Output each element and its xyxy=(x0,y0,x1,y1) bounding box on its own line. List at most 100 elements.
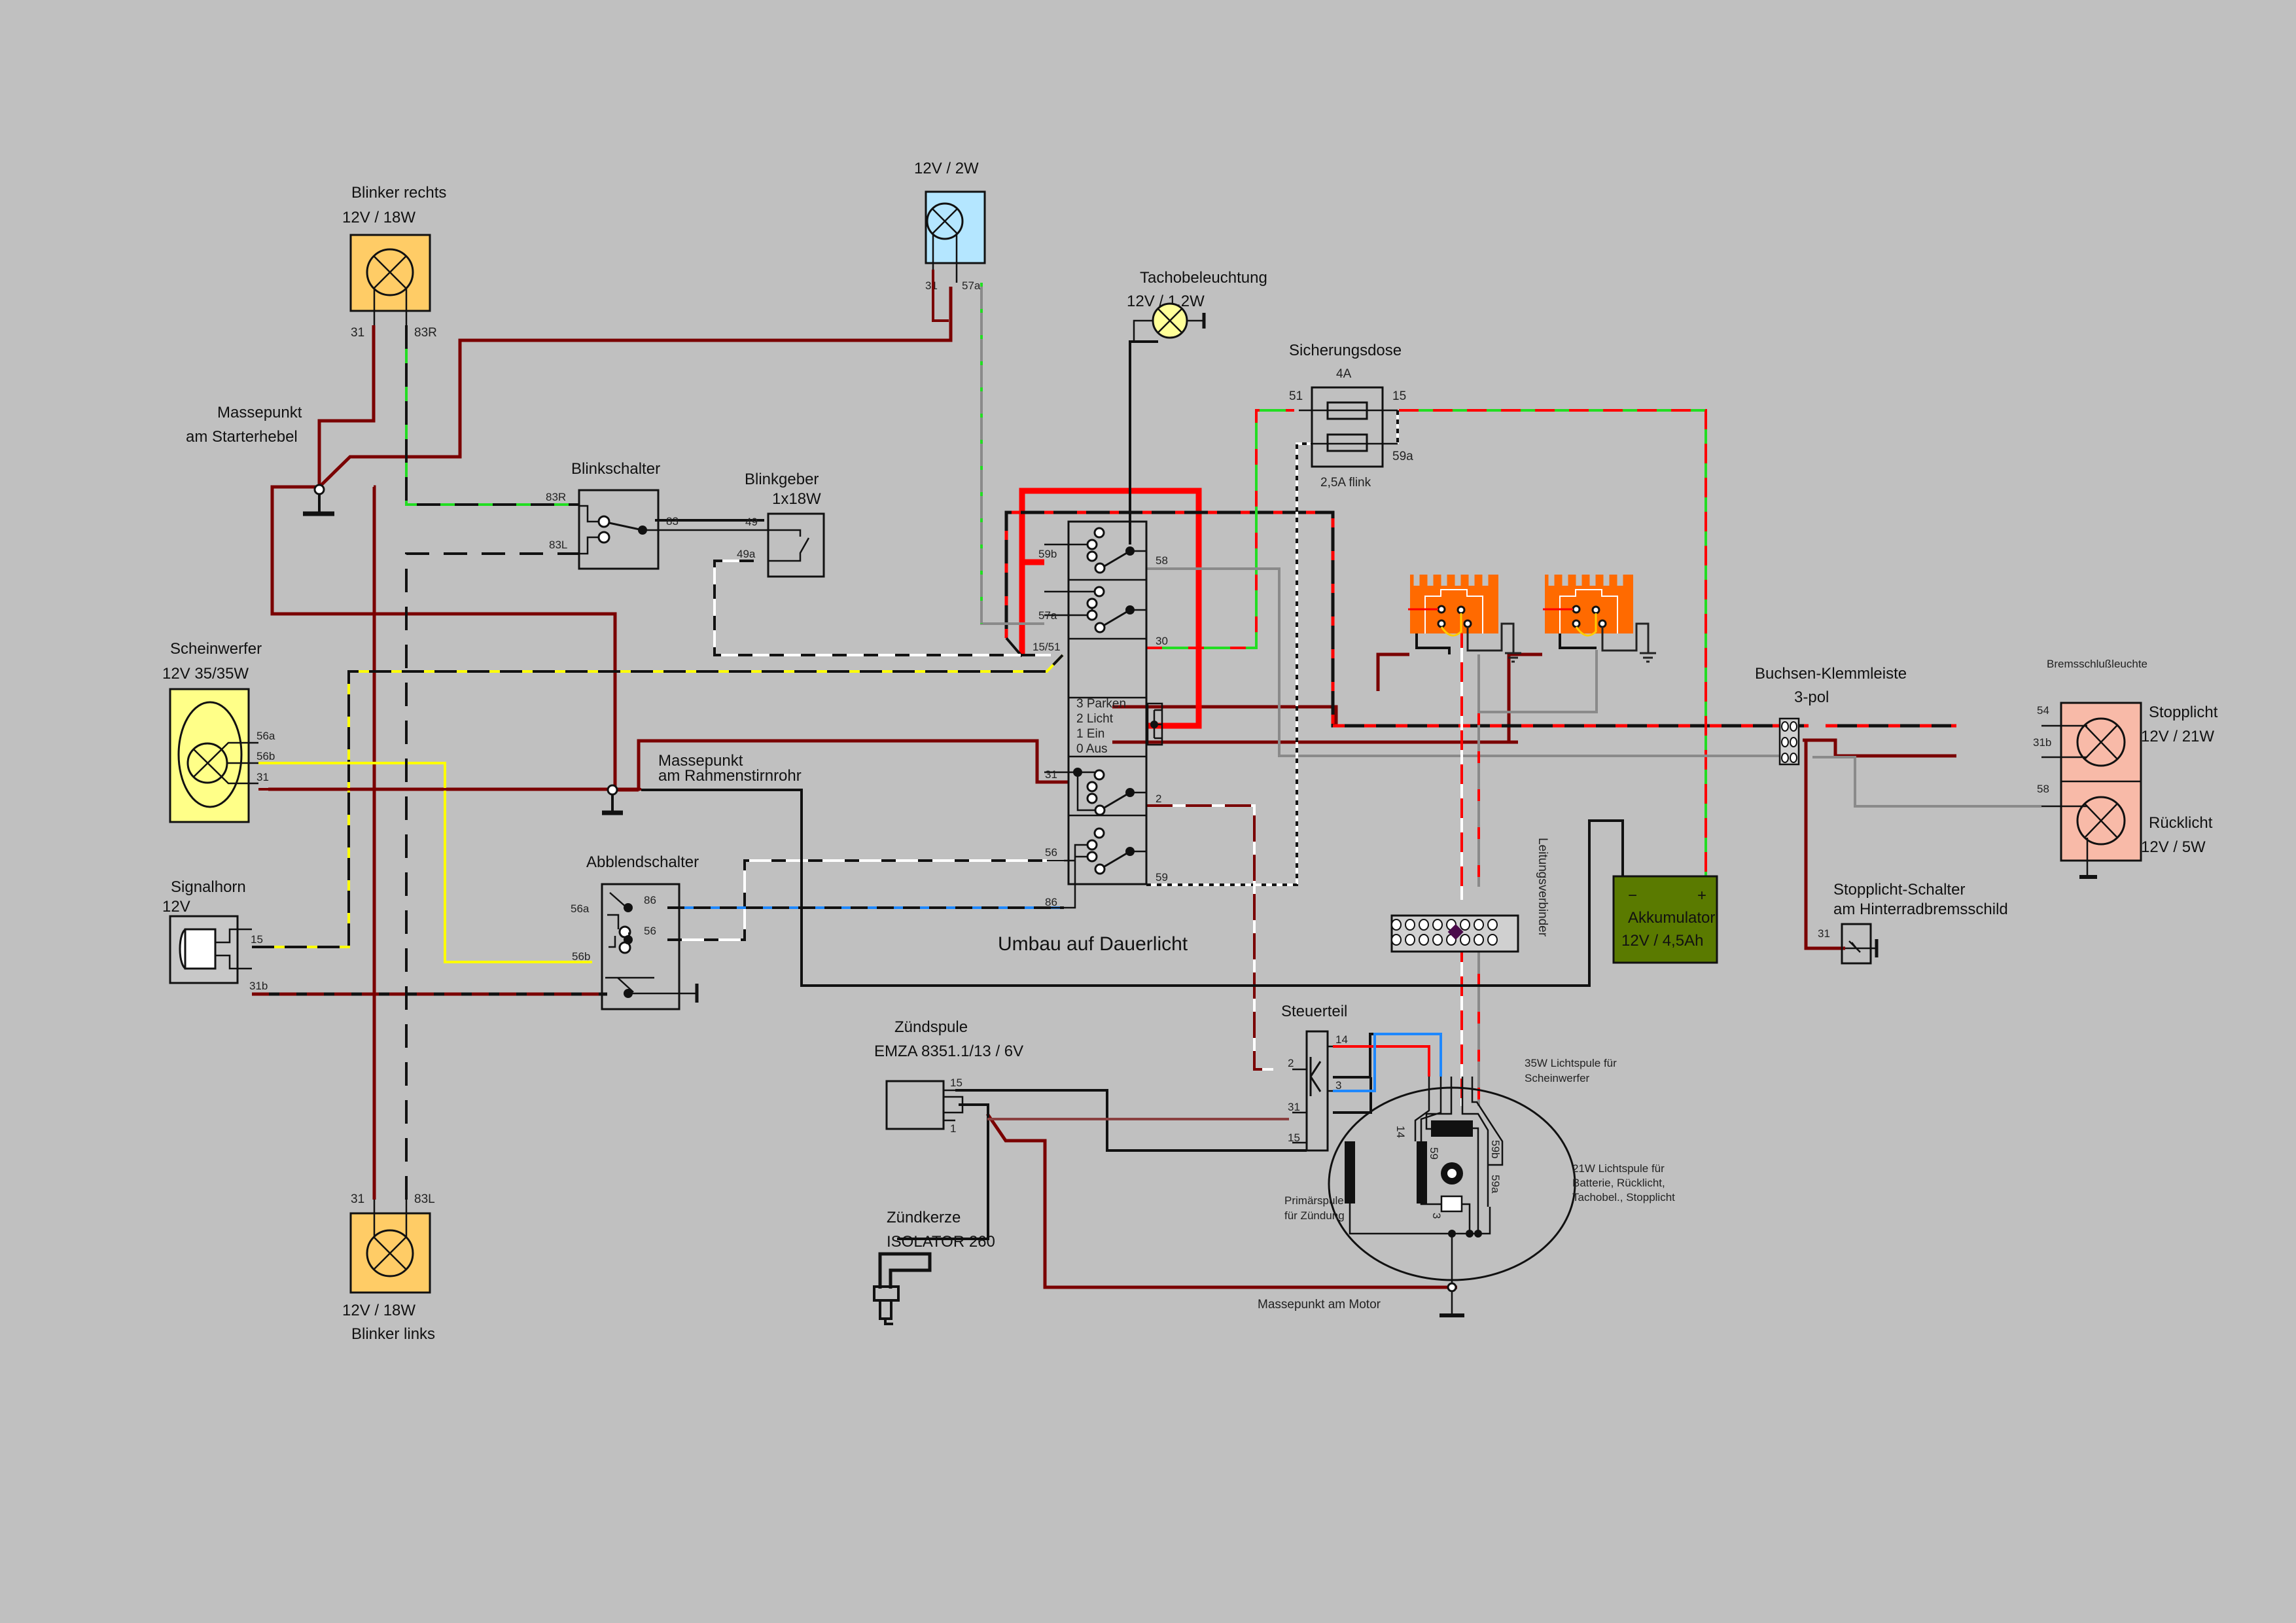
pin-label: 56a xyxy=(571,902,590,915)
headlight-label: Scheinwerfer xyxy=(170,640,262,658)
coil-21w-label: Tachobel., Stopplicht xyxy=(1572,1191,1675,1204)
rear-lamp: Bremsschlußleuchte 54 31b 58 Stopplicht … xyxy=(2033,658,2218,879)
pin-label: 58 xyxy=(2037,783,2049,795)
ground-wires xyxy=(268,287,1956,1289)
voltage-regulator-2 xyxy=(1543,575,1656,663)
pin-label: 83R xyxy=(414,326,437,340)
ignition-coil-label: Zündspule xyxy=(894,1018,968,1036)
control-unit: Steuerteil 2 31 15 14 3 xyxy=(1281,1003,1348,1152)
battery-plus-icon: + xyxy=(1697,887,1706,904)
flasher-rating: 1x18W xyxy=(772,490,821,508)
pin-label: 56b xyxy=(256,750,275,762)
pin-label: 31b xyxy=(249,980,268,992)
pin-label: 3 xyxy=(1430,1213,1443,1219)
wires xyxy=(252,283,2041,1289)
stop-lamp-icon xyxy=(2076,717,2126,767)
ground-frame-sub: am Rahmenstirnrohr xyxy=(658,767,802,785)
stop-light-label: Stopplicht xyxy=(2149,704,2218,721)
pin-label: 2 xyxy=(1156,793,1161,805)
horn: Signalhorn 12V 15 31b xyxy=(162,878,268,992)
headlight: Scheinwerfer 12V 35/35W 56a 56b 31 xyxy=(162,640,275,823)
ground-icon xyxy=(1505,652,1521,663)
tail-light-label: Rücklicht xyxy=(2149,814,2213,832)
horn-label: Signalhorn xyxy=(171,878,246,896)
pin-label: 14 xyxy=(1394,1126,1407,1138)
coil-21w-label: Batterie, Rücklicht, xyxy=(1572,1177,1665,1189)
pin-label: 59b xyxy=(1489,1140,1502,1158)
turn-switch-label: Blinkschalter xyxy=(571,460,660,478)
lamp-icon xyxy=(366,1229,414,1277)
pin-label: 15 xyxy=(1392,389,1406,403)
tail-lamp-icon xyxy=(2076,796,2126,846)
pin-label: 56b xyxy=(572,950,590,963)
pin-label: 3 xyxy=(1335,1079,1341,1092)
pin-label: 59 xyxy=(1428,1147,1440,1160)
coil-21w-label: 21W Lichtspule für xyxy=(1572,1162,1665,1175)
ground-starter-sub: am Starterhebel xyxy=(186,428,298,446)
wire-connector: Leitungsverbinder xyxy=(1390,838,1549,953)
blinker-left-rating: 12V / 18W xyxy=(342,1302,415,1319)
fuse-icon xyxy=(1326,433,1368,452)
pin-label: 15 xyxy=(950,1077,963,1089)
ground-starter: Massepunkt am Starterhebel xyxy=(186,404,334,516)
pin-label: 83L xyxy=(414,1192,435,1206)
battery-rating: 12V / 4,5Ah xyxy=(1621,932,1703,950)
pin-label: 51 xyxy=(1289,389,1303,403)
spark-plug-label: Zündkerze xyxy=(887,1209,961,1226)
grey-wires xyxy=(980,283,2041,808)
battery: − + Akkumulator 12V / 4,5Ah xyxy=(1612,875,1718,964)
pin-label: 57a xyxy=(1038,609,1057,622)
pin-label: 54 xyxy=(2037,704,2049,717)
pin-label: 1 xyxy=(950,1122,956,1135)
blinker-right-rating: 12V / 18W xyxy=(342,209,415,226)
pin-label: 49 xyxy=(745,516,758,528)
blinker-right: Blinker rechts 12V / 18W 31 83R xyxy=(342,184,446,340)
blinker-left-label: Blinker links xyxy=(351,1325,435,1343)
coil-35w-label: Scheinwerfer xyxy=(1525,1072,1590,1084)
tail-light-rating: 12V / 5W xyxy=(2141,838,2206,856)
main-switch: 3 Parken 2 Licht 1 Ein 0 Aus 59b 57a 15/… xyxy=(998,520,1188,955)
blinker-right-label: Blinker rechts xyxy=(351,184,446,202)
blinker-left: 31 83L 12V / 18W Blinker links xyxy=(342,1192,435,1343)
ground-frame: Massepunkt am Rahmenstirnrohr xyxy=(602,752,802,815)
pin-label: 31 xyxy=(351,1192,364,1206)
terminal-strip-sub: 3-pol xyxy=(1794,688,1829,706)
brake-switch-sub: am Hinterradbremsschild xyxy=(1833,901,2008,918)
pin-label: 59a xyxy=(1392,450,1413,463)
pin-label: 83 xyxy=(666,515,679,527)
pin-label: 31 xyxy=(1045,768,1057,781)
fuse-box: Sicherungsdose 4A 51 15 59a 2,5A flink xyxy=(1289,342,1413,490)
pin-label: 86 xyxy=(644,894,656,906)
ground-point-icon xyxy=(313,484,325,495)
main-switch-caption: Umbau auf Dauerlicht xyxy=(998,933,1188,955)
ignition-coil-rating: EMZA 8351.1/13 / 6V xyxy=(874,1043,1023,1060)
tacho-light: Tachobeleuchtung 12V / 1,2W xyxy=(1127,269,1267,342)
primary-coil-label: Primärspule xyxy=(1284,1194,1344,1207)
pin-label: 31 xyxy=(1818,927,1830,940)
switch-position-label: 1 Ein xyxy=(1076,727,1104,741)
pin-label: 56 xyxy=(644,925,656,937)
pin-label: 15/51 xyxy=(1033,641,1061,653)
dimmer-switch-label: Abblendschalter xyxy=(586,853,699,871)
spark-plug-rating: ISOLATOR 260 xyxy=(887,1233,995,1251)
rear-lamp-label: Bremsschlußleuchte xyxy=(2047,658,2147,670)
ground-point-icon xyxy=(607,784,618,796)
transistor-icon xyxy=(1309,1057,1322,1096)
pin-label: 31 xyxy=(256,771,269,783)
fuse-4a-label: 4A xyxy=(1336,367,1352,381)
dimmer-switch: Abblendschalter 56a 56b 86 56 xyxy=(571,853,699,1010)
connector-label: Leitungsverbinder xyxy=(1536,838,1549,937)
pin-label: 56 xyxy=(1045,846,1057,859)
ground-icon xyxy=(1640,652,1656,663)
lamp-icon xyxy=(366,248,414,296)
pin-label: 31 xyxy=(351,326,364,340)
pin-label: 59 xyxy=(1156,871,1168,883)
ground-frame-label: Massepunkt xyxy=(658,752,743,770)
voltage-regulator-1 xyxy=(1408,575,1521,663)
coil-35w-label: 35W Lichtspule für xyxy=(1525,1057,1617,1069)
ignition-coil: Zündspule EMZA 8351.1/13 / 6V 15 1 xyxy=(874,1018,1023,1135)
stop-light-rating: 12V / 21W xyxy=(2141,728,2214,745)
coil-icon xyxy=(1431,1120,1473,1137)
pin-label: 2 xyxy=(1288,1057,1294,1069)
